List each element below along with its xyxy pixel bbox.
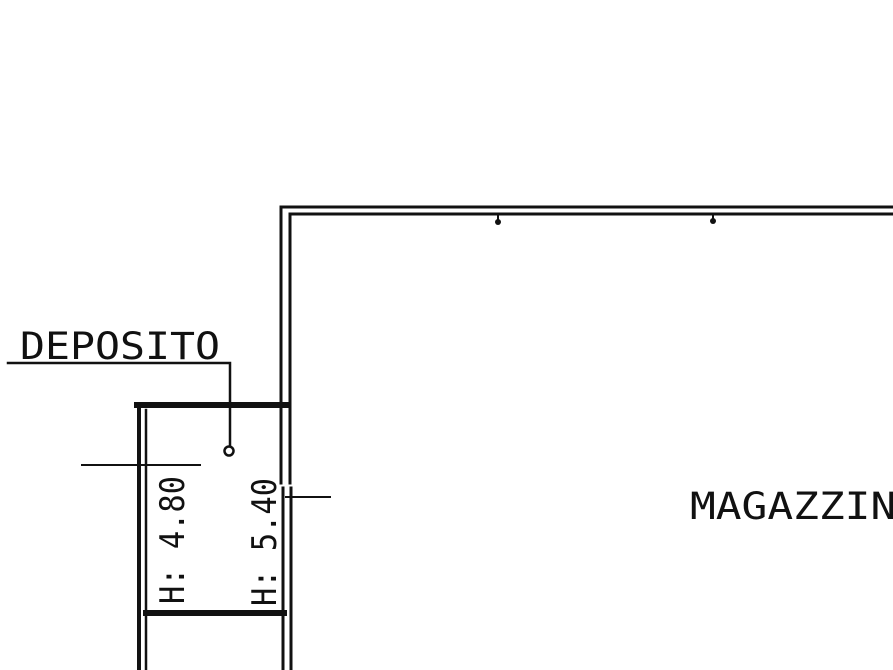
magazzino-wall-outer [279, 205, 893, 485]
deposito-height: H: 4.80 [153, 476, 193, 604]
fixture-dot [710, 218, 716, 224]
magazzino-wall-inner [288, 212, 893, 485]
leader-end-marker [223, 445, 235, 457]
deposito-label: DEPOSITO [20, 325, 220, 368]
fixture-dot [495, 219, 501, 225]
magazzino-height: H: 5.40 [245, 478, 285, 606]
magazzino-label: MAGAZZINO [690, 485, 893, 528]
deposito-leader [6, 361, 232, 448]
